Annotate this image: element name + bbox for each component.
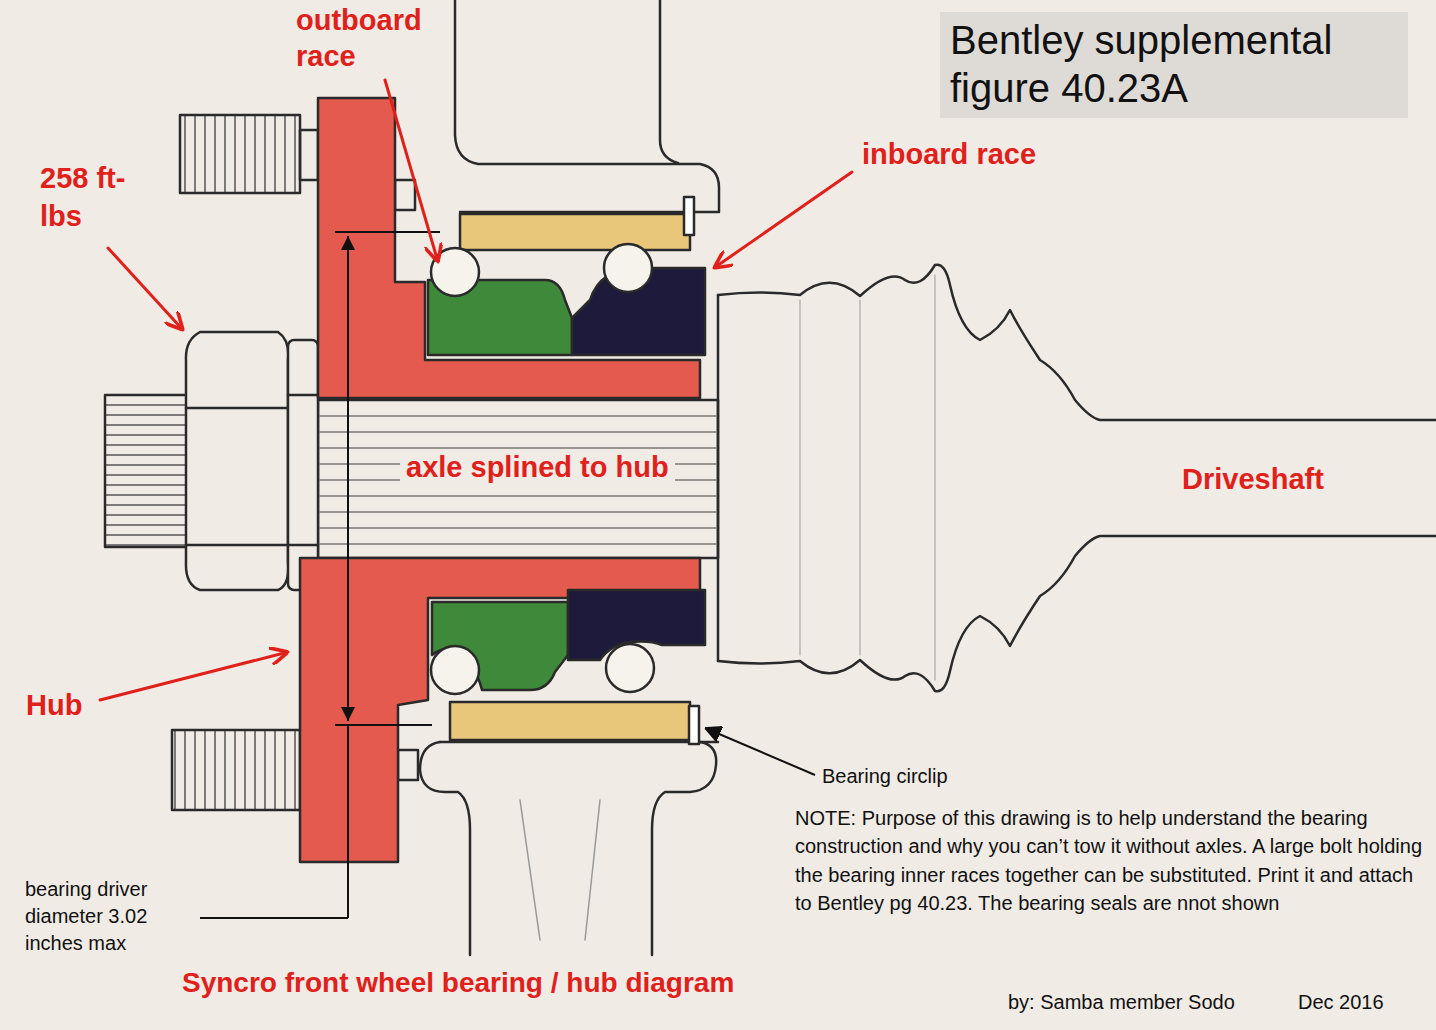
bearing-circlip — [689, 706, 699, 744]
callout-arrow — [100, 652, 288, 700]
bearing-ball — [604, 244, 652, 292]
callout-arrow — [714, 172, 852, 268]
note-text: NOTE: Purpose of this drawing is to help… — [795, 804, 1423, 918]
callout-arrow — [385, 80, 438, 262]
nut-washer — [288, 395, 318, 545]
leader-line — [200, 917, 348, 919]
axle-nut — [186, 332, 288, 590]
knuckle-outline — [652, 742, 716, 955]
cv-boot — [718, 265, 1436, 420]
part-label: Driveshaft — [1182, 462, 1324, 497]
bearing-ball — [606, 644, 654, 692]
figure-title: Bentley supplemental figure 40.23A — [940, 12, 1408, 118]
axle-nut — [186, 408, 288, 545]
wheel-stud — [395, 180, 415, 210]
bearing-ball — [431, 646, 479, 694]
cv-boot — [718, 536, 1436, 691]
wheel-stud — [172, 730, 300, 810]
dimension-line — [347, 236, 349, 721]
part-label: Hub — [26, 688, 82, 723]
outer-race — [460, 214, 690, 250]
dimension-label: bearing driver diameter 3.02 inches max — [25, 876, 195, 957]
knuckle-outline — [660, 0, 678, 163]
callout-arrow — [705, 728, 815, 775]
knuckle-outline — [455, 0, 719, 212]
axle-spline — [320, 416, 716, 544]
dimension-line — [347, 725, 349, 918]
nut-washer — [288, 340, 318, 590]
wheel-stud — [180, 115, 300, 193]
knuckle-outline — [420, 742, 470, 955]
diagram-caption: Syncro front wheel bearing / hub diagram — [178, 966, 738, 1000]
axle-spline — [318, 400, 718, 558]
knuckle-outline — [520, 800, 600, 940]
torque-spec: 258 ft-lbs — [40, 160, 150, 235]
part-label: Bearing circlip — [822, 764, 948, 788]
author-credit: by: Samba member Sodo — [1008, 990, 1235, 1014]
outer-race — [450, 702, 690, 740]
callout-arrow — [108, 248, 183, 330]
part-label: axle splined to hub — [400, 450, 675, 485]
bearing-circlip — [684, 197, 694, 235]
part-label: outboard race — [296, 2, 456, 75]
wheel-stud — [300, 130, 318, 180]
wheel-stud — [398, 750, 418, 780]
date-label: Dec 2016 — [1298, 990, 1384, 1014]
bearing-ball — [431, 248, 479, 296]
cv-boot — [800, 275, 935, 680]
part-label: inboard race — [862, 137, 1036, 172]
axle-thread — [105, 395, 187, 547]
